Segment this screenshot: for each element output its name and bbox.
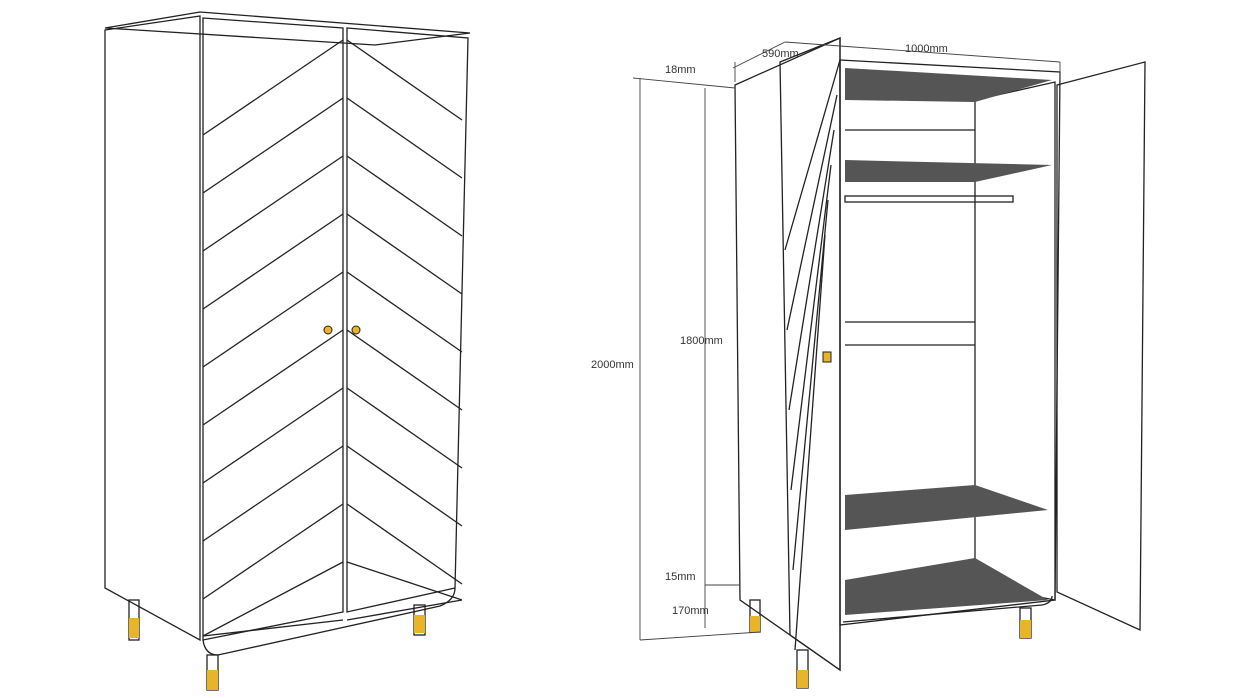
dimension-lines [632,41,1061,641]
leg-foot [1020,620,1031,638]
leg-height-label: 170mm [672,605,709,617]
bottom-shelf [845,558,1048,615]
leg-foot [129,618,139,638]
open-left-door-front [779,37,841,672]
chevron-line [202,271,344,368]
chevron-line [202,155,344,252]
shelf [845,485,1048,530]
chevron-line [346,271,463,353]
chevron-line [202,619,344,637]
chevron-line [784,59,841,251]
shelf [845,160,1052,182]
chevron-line [346,39,463,121]
door-knob [323,325,333,335]
chevron-line [202,329,344,426]
leg-foot [414,615,425,633]
chevron-line [346,599,463,621]
top-thickness-label: 18mm [665,64,696,76]
total-height-label: 2000mm [591,359,634,371]
open-right-door [1056,61,1146,632]
wardrobe-front-left-door [202,17,344,641]
chevron-pattern [202,39,463,637]
chevron-line [346,155,463,237]
bottom-thickness-label: 15mm [665,571,696,583]
chevron-line [202,445,344,542]
chevron-line [346,503,463,585]
leg-foot [207,670,218,690]
chevron-line [202,39,344,136]
chevron-line [786,94,838,331]
open-wardrobe [734,36,1146,689]
wardrobe-base [202,587,456,656]
chevron-line [788,129,835,411]
chevron-line [794,234,826,651]
chevron-line [202,97,344,194]
interior [839,59,1061,626]
chevron-line [346,387,463,469]
chevron-line [202,387,344,484]
door-knob [351,325,361,335]
depth-label: 590mm [762,48,799,60]
top-shelf [845,68,1052,102]
chevron-line [202,213,344,310]
wardrobe-top [104,11,471,46]
chevron-line [202,503,344,600]
wardrobe-side-panel [104,15,201,642]
leg-foot [750,616,760,632]
interior-side [974,81,1056,601]
chevron-line [792,199,829,571]
body-height-label: 1800mm [680,335,723,347]
hanging-rail [844,195,1014,203]
chevron-line [346,213,463,295]
leg-foot [797,670,808,688]
width-label: 1000mm [905,43,948,55]
chevron-line [346,329,463,411]
wardrobe-front-right-door [346,27,469,613]
closed-wardrobe [104,11,471,691]
wardrobe-base [842,595,1053,623]
chevron-line [346,97,463,179]
chevron-line [346,561,463,601]
door-chevron-lines [784,59,841,651]
chevron-line [202,561,344,637]
door-knob [822,351,832,363]
chevron-line [346,445,463,527]
chevron-line [790,164,832,491]
